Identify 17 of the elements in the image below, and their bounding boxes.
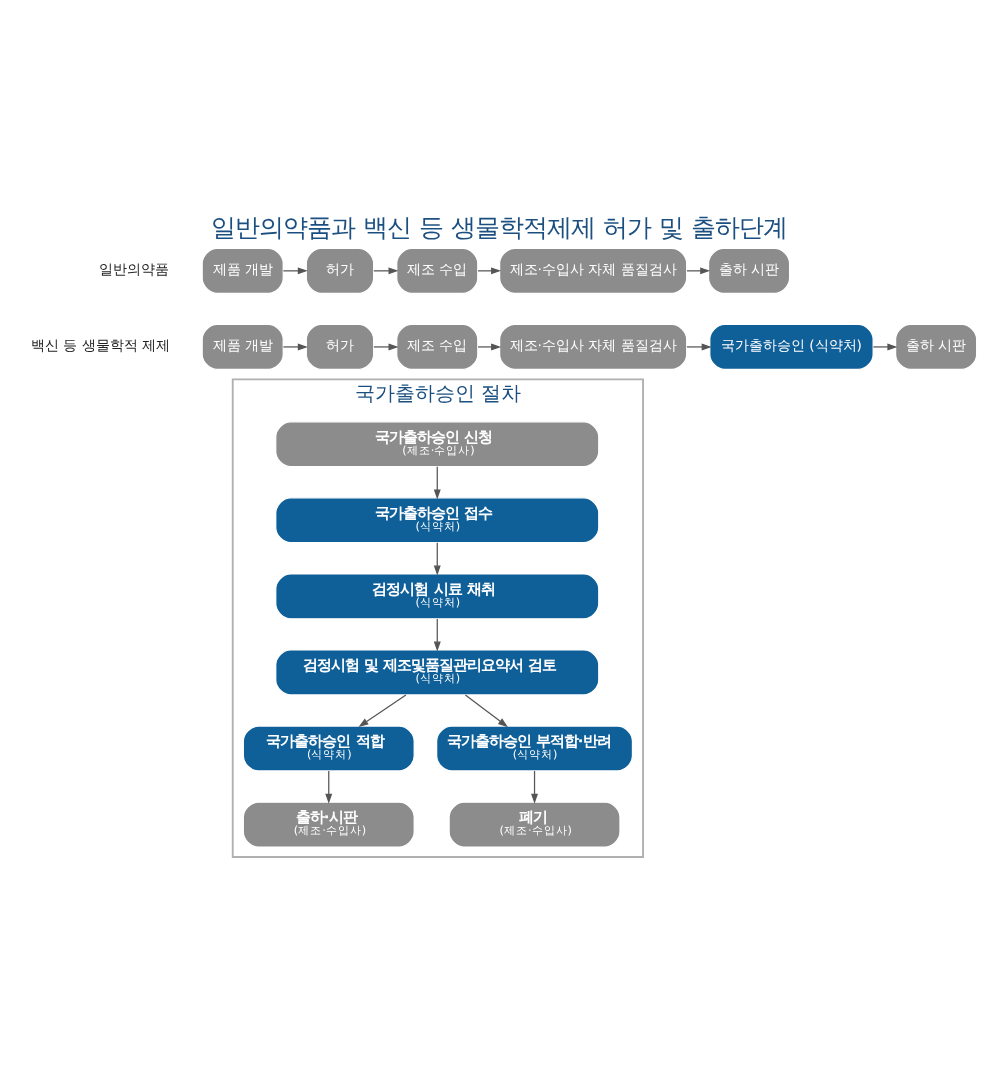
arrow [373,266,399,274]
arrow [477,342,502,350]
arrow [464,693,508,727]
arrow [325,769,333,803]
diagram-title: 일반의약품과 백신 등 생물학적제제 허가 및 출하단계 [211,210,787,241]
arrow [433,541,441,575]
arrow [686,342,712,350]
arrow [477,266,502,274]
arrow [531,769,539,803]
arrow [433,617,441,651]
arrow [282,266,308,274]
arrow [358,693,407,727]
arrow [373,342,399,350]
arrow [872,342,898,350]
arrow [686,266,711,274]
arrow [433,465,441,499]
arrow [282,342,308,350]
